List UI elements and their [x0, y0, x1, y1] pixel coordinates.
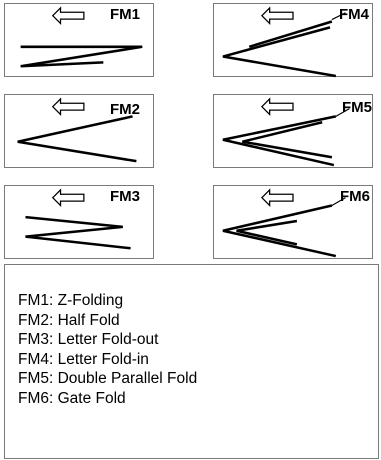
left-arrow-icon	[260, 188, 294, 207]
left-arrow-icon	[260, 97, 294, 116]
fold-panel-fm3: FM3	[4, 185, 154, 259]
left-arrow-icon	[260, 6, 294, 25]
fold-diagram-fm2	[17, 97, 137, 163]
fold-line	[222, 204, 337, 258]
fold-diagram-fm5	[222, 97, 350, 167]
panel-label-fm1: FM1	[110, 6, 140, 23]
left-arrow-icon	[51, 97, 85, 116]
panel-label-fm6: FM6	[340, 188, 370, 205]
left-arrow-icon	[51, 6, 85, 25]
fold-line	[242, 121, 333, 159]
legend-box: FM1: Z-Folding FM2: Half Fold FM3: Lette…	[4, 264, 379, 459]
legend-item-fm3: FM3: Letter Fold-out	[18, 331, 159, 348]
legend-item-fm6: FM6: Gate Fold	[18, 389, 126, 407]
panel-label-fm4: FM4	[339, 6, 369, 23]
fold-line	[222, 115, 337, 167]
fold-line	[20, 45, 143, 68]
fold-line	[236, 219, 298, 246]
panel-label-fm3: FM3	[110, 188, 140, 205]
pointer-line	[331, 197, 346, 206]
fold-line	[222, 26, 337, 78]
legend-item-fm5: FM5: Double Parallel Fold	[18, 370, 198, 387]
left-arrow-icon	[51, 188, 85, 207]
panel-label-fm5: FM5	[342, 99, 372, 116]
fold-diagram-fm6	[222, 188, 346, 258]
fold-panel-fm2: FM2	[4, 94, 154, 168]
panel-label-fm2: FM2	[110, 101, 140, 118]
pointer-line	[335, 108, 350, 117]
fold-panel-fm6: FM6	[213, 185, 373, 259]
legend-item-fm4: FM4: Letter Fold-in	[18, 350, 149, 368]
legend-item-fm2: FM2: Half Fold	[18, 311, 120, 329]
legend-item-fm1: FM1: Z-Folding	[18, 292, 124, 309]
fold-line	[25, 215, 131, 250]
fold-diagram-fm3	[25, 188, 131, 250]
fold-diagram-fm4	[222, 6, 346, 78]
fold-diagram-fm1	[20, 6, 143, 68]
fold-panel-fm5: FM5	[213, 94, 373, 168]
fold-line	[17, 115, 137, 163]
legend-list: FM1: Z-Folding FM2: Half Fold FM3: Lette…	[18, 291, 197, 408]
fold-panel-fm4: FM4	[213, 3, 373, 78]
fold-panel-fm1: FM1	[4, 3, 154, 77]
pointer-line	[331, 12, 346, 21]
fold-line	[248, 20, 333, 49]
